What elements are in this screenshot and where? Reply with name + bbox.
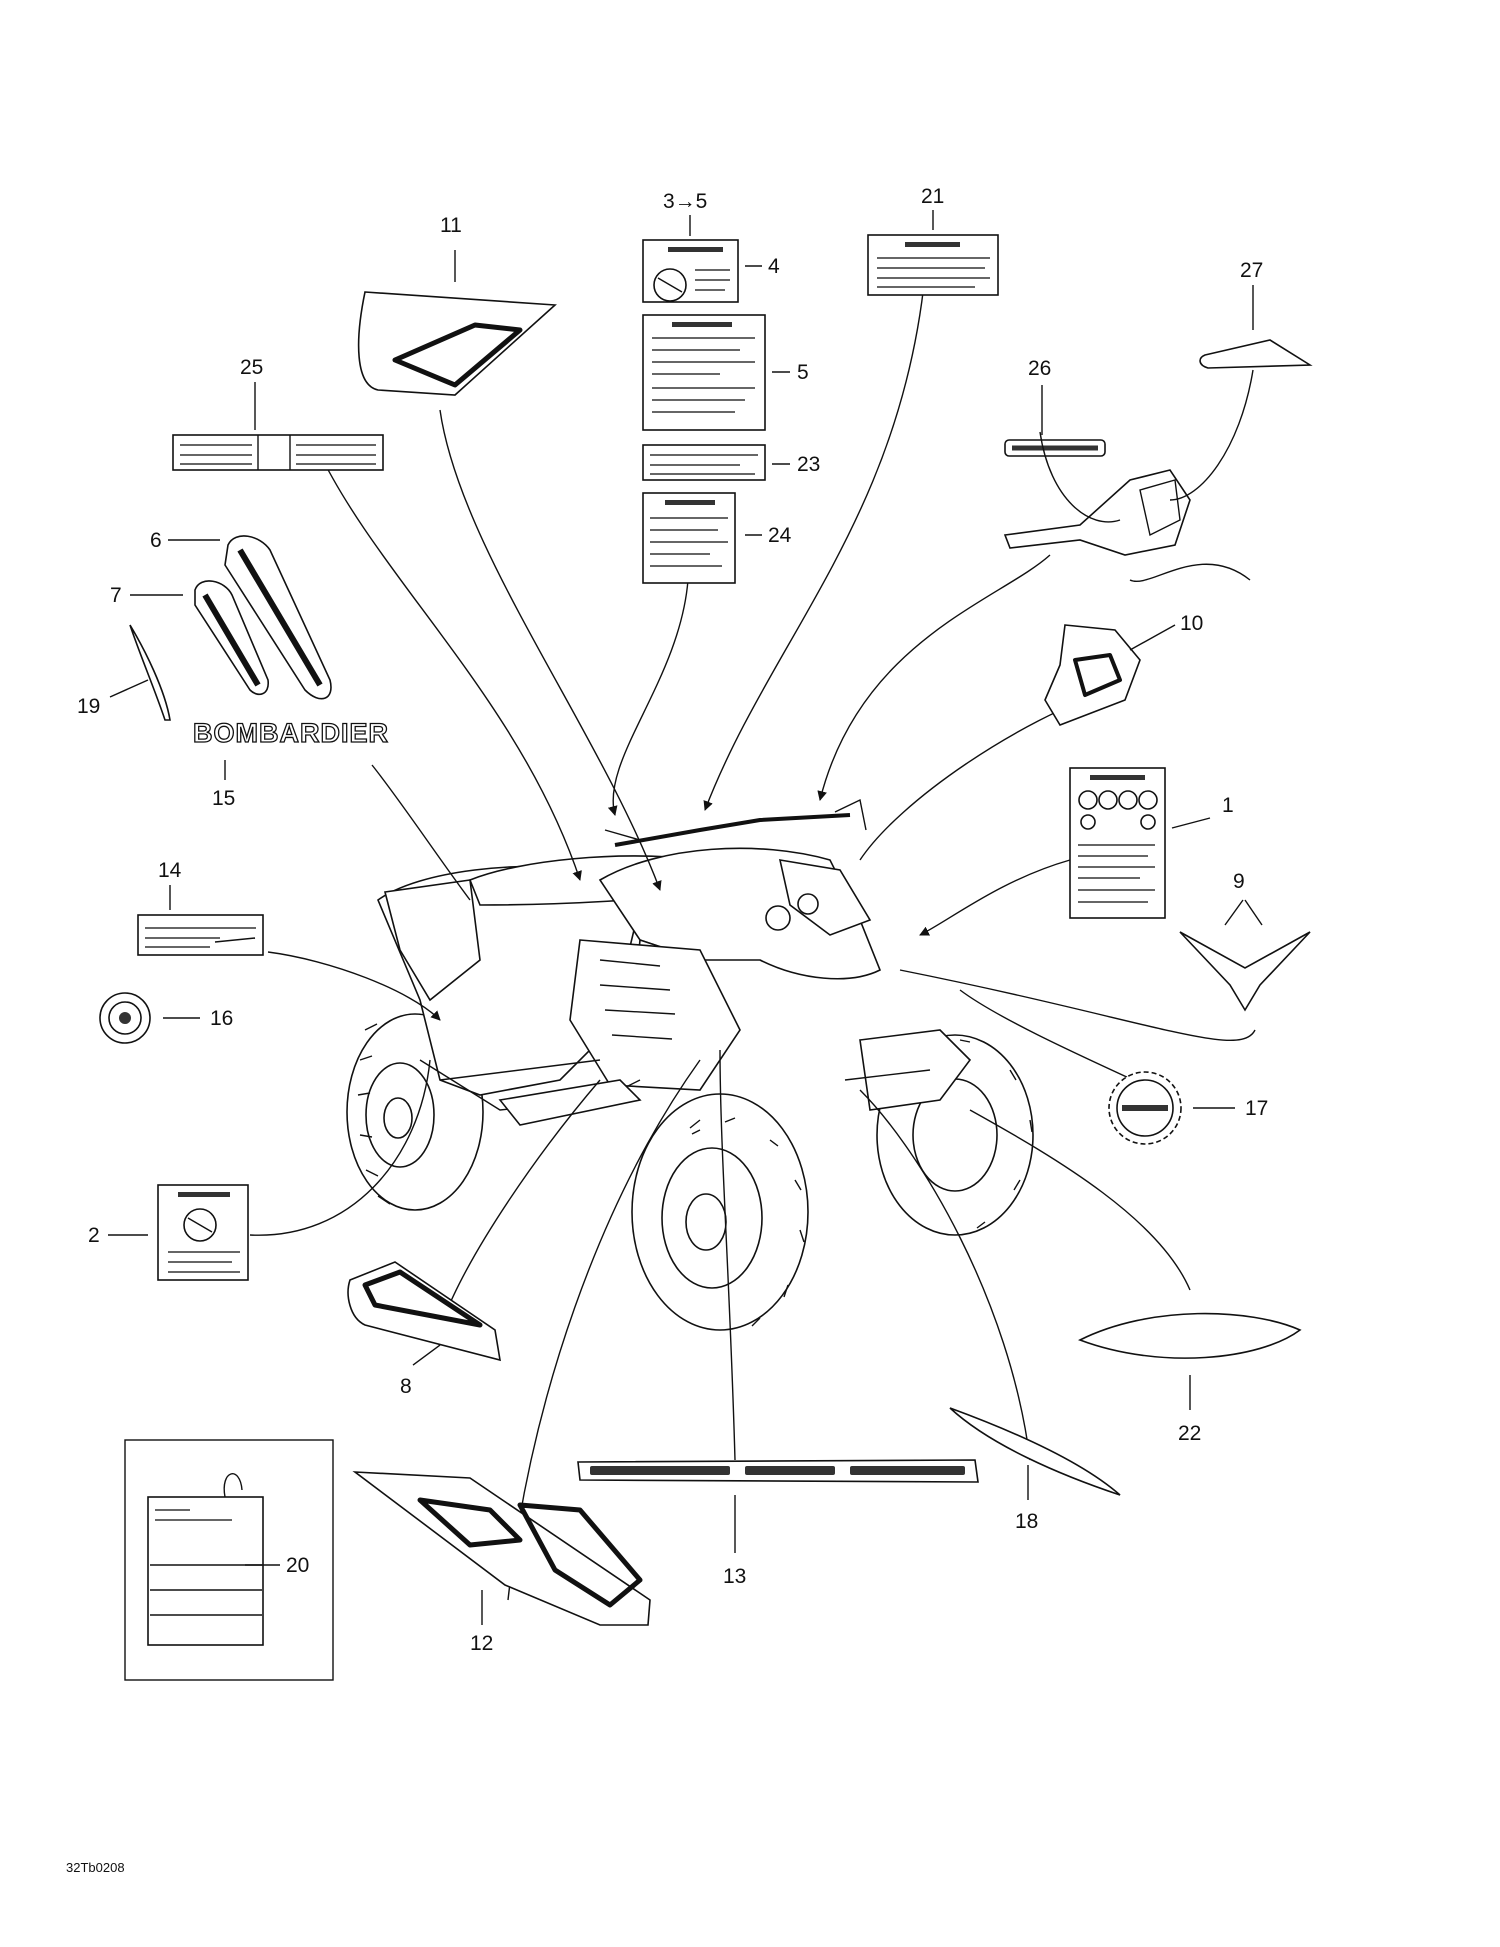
decal-6-fender-stripe: 6 xyxy=(150,529,332,700)
callout-5: 5 xyxy=(797,361,809,384)
callout-10: 10 xyxy=(1180,612,1203,635)
decal-26-27-handguard: 26 27 xyxy=(1003,259,1313,556)
decal-24-warning-label: 24 xyxy=(642,492,792,584)
decal-9-chevron: 9 xyxy=(1179,870,1311,1012)
callout-1: 1 xyxy=(1222,794,1234,817)
atv-vehicle xyxy=(346,798,1034,1331)
leader-lines xyxy=(249,274,1256,1601)
callout-11: 11 xyxy=(440,214,462,237)
decal-1-safety-label: 1 xyxy=(1069,767,1234,919)
item-20-booklet: 20 xyxy=(124,1439,334,1681)
decal-15-bombardier-wordmark: BOMBARDIER 15 xyxy=(192,717,389,810)
callout-13: 13 xyxy=(723,1565,746,1588)
decal-22-oval: 22 xyxy=(1077,1312,1302,1445)
callout-25: 25 xyxy=(240,356,263,379)
callout-22: 22 xyxy=(1178,1422,1201,1445)
callout-26: 26 xyxy=(1028,357,1051,380)
callout-4: 4 xyxy=(768,255,780,278)
callout-2: 2 xyxy=(88,1224,100,1247)
decal-17-gear-emblem: 17 xyxy=(1108,1071,1268,1145)
callout-8: 8 xyxy=(400,1375,412,1398)
decal-4-warning-label: 4 3→5 xyxy=(642,190,780,303)
decal-7-fender-stripe: 7 xyxy=(110,580,269,696)
atv-body xyxy=(377,798,972,1126)
decal-2-warning-label: 2 xyxy=(88,1184,249,1281)
decal-11: 11 xyxy=(357,214,557,396)
callout-6: 6 xyxy=(150,529,162,552)
decal-14-label: 14 xyxy=(137,859,264,956)
decal-10-model-emblem: 10 xyxy=(1044,612,1203,726)
decal-5-warning-label: 5 xyxy=(642,314,809,431)
decal-13-side-strip: 13 xyxy=(577,1459,979,1588)
front-left-wheel xyxy=(631,1093,809,1331)
decal-18-stripe: 18 xyxy=(949,1407,1121,1533)
callout-7: 7 xyxy=(110,584,122,607)
callout-27: 27 xyxy=(1240,259,1263,282)
callout-15: 15 xyxy=(212,787,235,810)
decal-23-label: 23 xyxy=(642,444,820,481)
callout-23: 23 xyxy=(797,453,820,476)
decal-16-round-emblem: 16 xyxy=(99,992,233,1044)
bombardier-wordmark: BOMBARDIER xyxy=(193,718,389,748)
decal-8-side-stripe: 8 xyxy=(347,1261,501,1398)
callout-18: 18 xyxy=(1015,1510,1038,1533)
callout-14: 14 xyxy=(158,859,182,882)
callout-17: 17 xyxy=(1245,1097,1268,1120)
decal-25-label: 25 xyxy=(172,356,384,471)
callout-19: 19 xyxy=(77,695,100,718)
callout-21: 21 xyxy=(921,185,944,208)
reference-code: 32Tb0208 xyxy=(66,1860,125,1875)
callout-3-5: 3→5 xyxy=(663,190,707,213)
decal-12-fender-graphic: 12 xyxy=(352,1471,651,1655)
callout-20: 20 xyxy=(286,1554,309,1577)
decal-19-stripe: 19 xyxy=(77,624,171,721)
callout-24: 24 xyxy=(768,524,792,547)
decal-21-warning-label: 21 xyxy=(867,185,999,296)
callout-12: 12 xyxy=(470,1632,493,1655)
callout-9: 9 xyxy=(1233,870,1245,893)
callout-16: 16 xyxy=(210,1007,233,1030)
